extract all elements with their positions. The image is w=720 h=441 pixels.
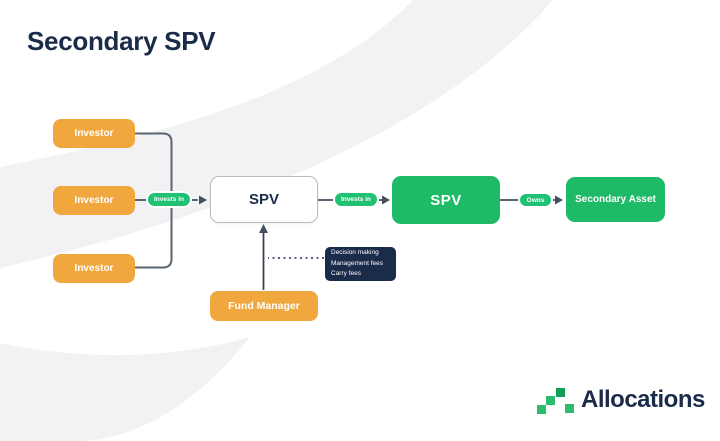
investor-node-2: Investor [53,186,135,215]
fees-note-line: Carry fees [331,270,361,278]
arrowhead-into-asset [555,195,563,205]
spv-secondary-node: SPV [392,176,500,224]
secondary-asset-label: Secondary Asset [575,194,656,205]
arrowhead-up-to-spv [259,224,268,233]
logo-pixel-square [537,405,546,414]
spv-secondary-label: SPV [430,191,462,209]
arrowhead-into-spv2 [382,195,390,205]
spv-primary-node: SPV [210,176,318,223]
logo-pixel-square [546,396,555,405]
fund-manager-label: Fund Manager [228,300,300,312]
investor-label: Investor [74,128,114,139]
investor-label: Investor [74,195,114,206]
spv-primary-label: SPV [248,191,279,208]
fund-manager-node: Fund Manager [210,291,318,321]
edge-label-invests-in-1: Invests in [148,193,190,206]
secondary-asset-node: Secondary Asset [566,177,665,222]
page-title: Secondary SPV [27,26,216,56]
fees-note-line: Decision making [331,249,379,257]
investor-label: Investor [74,263,114,274]
allocations-logo-mark-icon [537,385,577,415]
allocations-logo: Allocations [537,385,705,415]
logo-pixel-square [556,388,565,397]
investor-node-3: Investor [53,254,135,283]
edge-label-invests-in-2: Invests in [335,193,377,206]
edge-label-owns: Owns [520,194,551,206]
fees-note-line: Management fees [331,259,384,267]
logo-pixel-square [565,404,574,413]
arrowhead-into-spv [199,195,207,205]
fees-note-box: Decision making Management fees Carry fe… [325,247,396,281]
logo-wordmark: Allocations [581,386,705,413]
investor-node-1: Investor [53,119,135,148]
